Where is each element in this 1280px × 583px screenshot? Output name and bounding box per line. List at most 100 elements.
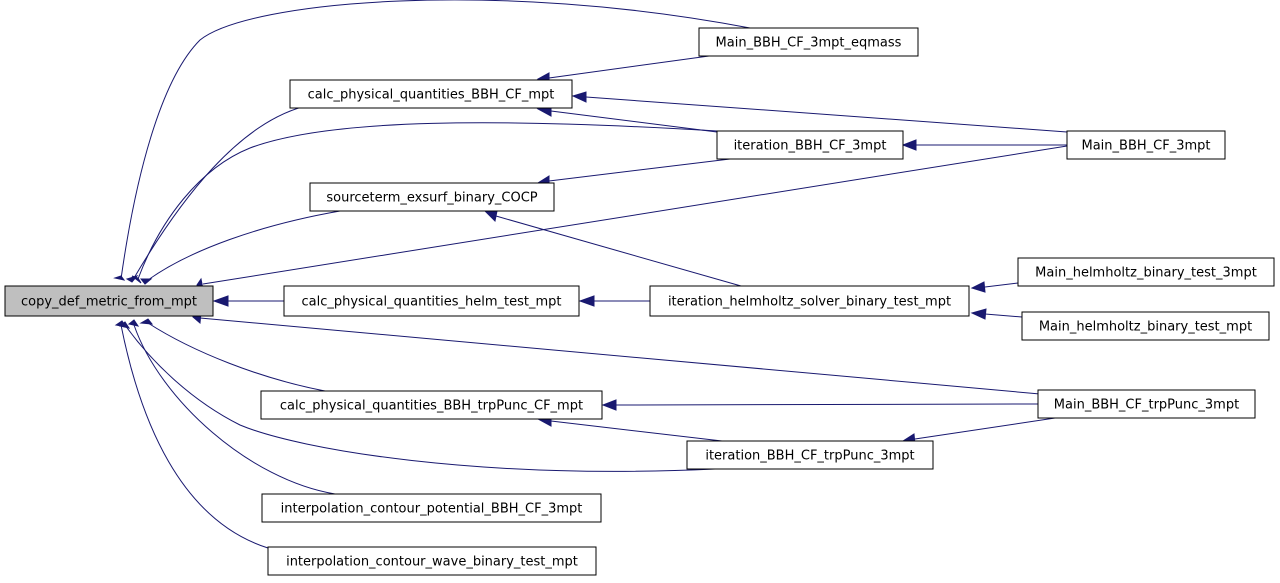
edge-line bbox=[615, 403, 1039, 406]
node-label: calc_physical_quantities_BBH_trpPunc_CF_… bbox=[280, 399, 583, 414]
caller-node[interactable]: Main_helmholtz_binary_test_3mpt bbox=[1017, 257, 1275, 287]
edge-icw-to-root bbox=[114, 320, 269, 549]
node-box bbox=[698, 27, 919, 57]
edge-line bbox=[133, 324, 336, 495]
arrowhead-icon bbox=[113, 275, 126, 281]
caller-node[interactable]: iteration_BBH_CF_trpPunc_3mpt bbox=[686, 440, 934, 470]
edge-line bbox=[548, 158, 731, 182]
caller-node[interactable]: interpolation_contour_potential_BBH_CF_3… bbox=[261, 493, 602, 523]
nodes-layer: copy_def_metric_from_mpt calc_physical_qu… bbox=[4, 27, 1275, 576]
caller-node[interactable]: calc_physical_quantities_BBH_CF_mpt bbox=[289, 79, 573, 109]
edge-line bbox=[550, 110, 718, 133]
arrowhead-icon bbox=[483, 210, 498, 223]
edge-ihs-to-helm bbox=[578, 295, 650, 307]
edge-line bbox=[147, 322, 337, 394]
edge-line bbox=[147, 210, 341, 281]
node-label: iteration_BBH_CF_3mpt bbox=[734, 139, 887, 154]
edge-trp-to-root bbox=[139, 318, 337, 394]
edge-line bbox=[137, 122, 718, 280]
edge-m3-to-root bbox=[196, 145, 1068, 291]
edge-line bbox=[914, 417, 1056, 440]
node-box bbox=[649, 285, 970, 317]
root-node: copy_def_metric_from_mpt bbox=[4, 285, 214, 317]
caller-node[interactable]: calc_physical_quantities_BBH_trpPunc_CF_… bbox=[260, 390, 603, 420]
node-box bbox=[289, 79, 573, 109]
edge-line bbox=[550, 420, 723, 442]
edge-line bbox=[984, 313, 1023, 318]
edge-mtp-to-trp bbox=[601, 399, 1039, 411]
arrowhead-icon bbox=[212, 295, 229, 307]
arrowhead-icon bbox=[901, 139, 917, 151]
edge-icp-to-root bbox=[127, 319, 336, 495]
node-box bbox=[716, 130, 904, 160]
edge-mtp-to-root bbox=[192, 312, 1041, 395]
edge-ihs-to-src bbox=[483, 210, 742, 287]
edge-m3-to-cpq bbox=[571, 91, 1068, 133]
node-box bbox=[686, 440, 934, 470]
node-label: copy_def_metric_from_mpt bbox=[21, 295, 197, 310]
node-label: Main_BBH_CF_3mpt bbox=[1082, 139, 1211, 154]
edge-src-to-root bbox=[139, 210, 341, 285]
edge-line bbox=[120, 324, 269, 549]
node-box bbox=[261, 493, 602, 523]
node-label: calc_physical_quantities_helm_test_mpt bbox=[301, 295, 561, 310]
node-box bbox=[309, 182, 555, 212]
edge-cpq-to-root bbox=[125, 104, 311, 283]
edge-it3-to-root bbox=[131, 122, 718, 284]
node-box bbox=[1021, 311, 1270, 341]
node-box bbox=[1066, 130, 1226, 160]
node-label: interpolation_contour_potential_BBH_CF_3… bbox=[281, 502, 583, 517]
node-box bbox=[267, 546, 597, 576]
edge-helm-to-root bbox=[212, 295, 284, 307]
edge-itp-to-trp bbox=[536, 415, 723, 442]
caller-node[interactable]: interpolation_contour_wave_binary_test_m… bbox=[267, 546, 597, 576]
edge-mh3-to-ihs bbox=[970, 281, 1019, 293]
edge-line bbox=[585, 96, 1068, 133]
arrowhead-icon bbox=[601, 399, 617, 411]
edge-meq-to-cpq bbox=[536, 55, 710, 84]
node-label: Main_BBH_CF_trpPunc_3mpt bbox=[1054, 398, 1239, 413]
node-label: interpolation_contour_wave_binary_test_m… bbox=[286, 555, 578, 570]
caller-node[interactable]: Main_BBH_CF_trpPunc_3mpt bbox=[1037, 389, 1256, 419]
edge-line bbox=[120, 0, 751, 280]
edge-line bbox=[202, 145, 1068, 285]
edge-line bbox=[133, 104, 311, 279]
arrowhead-icon bbox=[571, 91, 587, 103]
caller-node[interactable]: sourceterm_exsurf_binary_COCP bbox=[309, 182, 555, 212]
node-label: iteration_BBH_CF_trpPunc_3mpt bbox=[705, 449, 914, 464]
node-box bbox=[1037, 389, 1256, 419]
edge-m3-to-it3 bbox=[901, 139, 1067, 151]
caller-node[interactable]: iteration_BBH_CF_3mpt bbox=[716, 130, 904, 160]
arrowhead-icon bbox=[578, 295, 595, 307]
edge-line bbox=[199, 317, 1041, 395]
edge-line bbox=[495, 215, 742, 287]
caller-node[interactable]: Main_BBH_CF_3mpt_eqmass bbox=[698, 27, 919, 57]
node-box bbox=[260, 390, 603, 420]
arrowhead-icon bbox=[118, 321, 131, 329]
edge-line bbox=[984, 282, 1019, 288]
arrowhead-icon bbox=[127, 319, 140, 327]
caller-node[interactable]: Main_BBH_CF_3mpt bbox=[1066, 130, 1226, 160]
arrowhead-icon bbox=[970, 281, 986, 293]
caller-node[interactable]: iteration_helmholtz_solver_binary_test_m… bbox=[649, 285, 970, 317]
node-label: iteration_helmholtz_solver_binary_test_m… bbox=[668, 295, 951, 310]
arrowhead-icon bbox=[139, 278, 153, 285]
edge-meq-to-root bbox=[113, 0, 751, 281]
caller-node[interactable]: Main_helmholtz_binary_test_mpt bbox=[1021, 311, 1270, 341]
node-label: calc_physical_quantities_BBH_CF_mpt bbox=[308, 88, 555, 103]
node-label: sourceterm_exsurf_binary_COCP bbox=[326, 191, 537, 206]
node-label: Main_BBH_CF_3mpt_eqmass bbox=[716, 36, 902, 51]
node-box bbox=[1017, 257, 1275, 287]
caller-node[interactable]: calc_physical_quantities_helm_test_mpt bbox=[283, 285, 580, 317]
arrowhead-icon bbox=[139, 318, 154, 325]
edge-mhm-to-ihs bbox=[970, 308, 1023, 320]
node-label: Main_helmholtz_binary_test_3mpt bbox=[1035, 266, 1257, 281]
edge-mtp-to-itp bbox=[901, 417, 1056, 445]
arrowhead-icon bbox=[131, 275, 142, 284]
edge-it3-to-cpq bbox=[536, 105, 718, 133]
arrowhead-icon bbox=[970, 308, 987, 320]
node-box bbox=[4, 285, 214, 317]
edge-itp-to-root bbox=[118, 321, 716, 472]
edge-line bbox=[548, 55, 710, 79]
